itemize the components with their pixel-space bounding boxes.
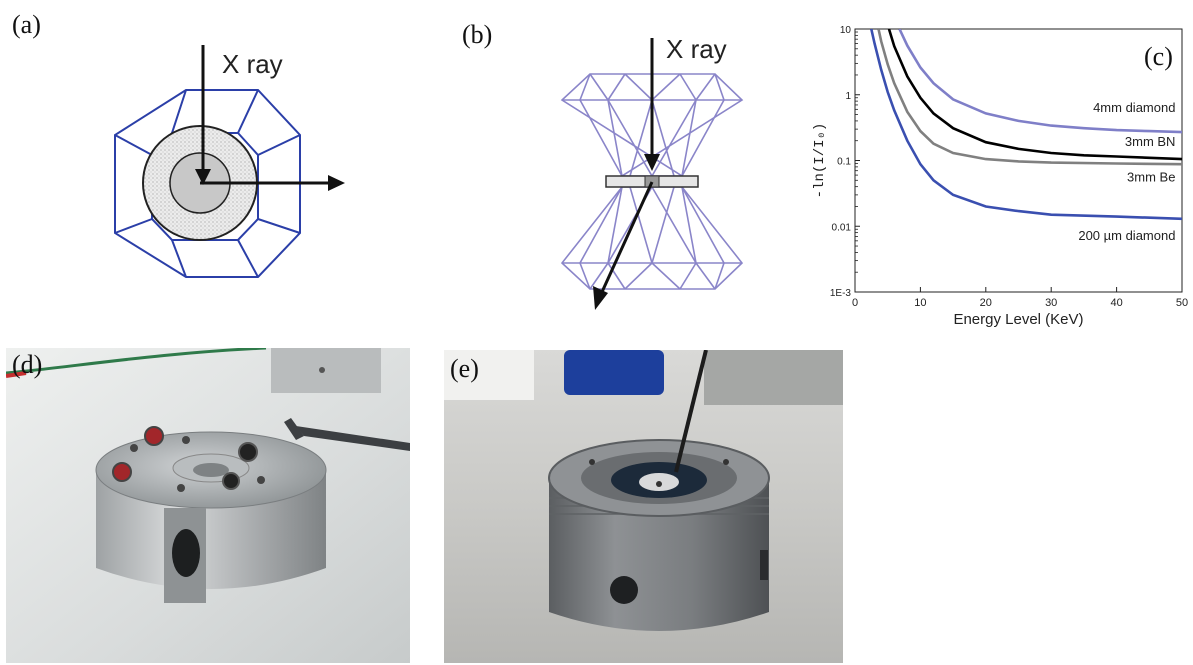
panel-a-label: (a) — [12, 10, 41, 39]
series-line-0 — [898, 29, 1182, 134]
diamond-facet-lines — [114, 89, 301, 278]
x-tick-label: 0 — [852, 297, 858, 309]
series-line-3 — [870, 29, 1182, 221]
series-label-1: 3mm BN — [1125, 134, 1176, 149]
y-tick-label: 0.01 — [832, 222, 852, 233]
series-line-2 — [877, 29, 1182, 166]
photo-d-cell — [6, 348, 410, 663]
y-tick-label: 1E-3 — [830, 288, 852, 299]
x-tick-label: 10 — [914, 297, 926, 309]
attenuation-chart: 0 10 20 30 40 50 10 1 0.1 0.01 1E-3 4mm diamond 3mm … — [812, 25, 1188, 328]
series-label-0: 4mm diamond — [1093, 100, 1175, 115]
y-tick-label: 10 — [840, 25, 852, 36]
panel-d-label: (d) — [12, 350, 43, 379]
x-axis-label: Energy Level (KeV) — [953, 311, 1083, 328]
series-label-3: 200 µm diamond — [1078, 228, 1175, 243]
panel-b-xray-label: X ray — [666, 34, 727, 64]
panel-a-xray-label: X ray — [222, 49, 283, 79]
x-tick-label: 20 — [980, 297, 992, 309]
panel-b-label: (b) — [462, 20, 493, 49]
sample-chamber — [644, 175, 660, 188]
scattered-xray-arrow-b — [600, 181, 654, 293]
chart-layer: 0 10 20 30 40 50 10 1 0.1 0.01 1E-3 4mm diamond 3mm … — [812, 25, 1188, 328]
x-tick-label: 30 — [1045, 297, 1057, 309]
y-tick-label: 1 — [845, 91, 851, 102]
photo-e-cell — [444, 350, 843, 663]
panel-a-diagram — [114, 45, 345, 278]
series-group — [870, 29, 1182, 221]
series-label-2: 3mm Be — [1127, 169, 1175, 184]
series-line-1 — [887, 29, 1182, 161]
panel-e-label: (e) — [450, 354, 479, 383]
panel-c-label: (c) — [1144, 42, 1173, 71]
x-tick-label: 50 — [1176, 297, 1188, 309]
y-axis-label: -ln(I/I₀) — [812, 123, 828, 199]
lower-anvil — [560, 186, 744, 290]
panel-b-diagram — [560, 38, 744, 310]
y-tick-label: 0.1 — [837, 157, 851, 168]
x-tick-label: 40 — [1110, 297, 1122, 309]
